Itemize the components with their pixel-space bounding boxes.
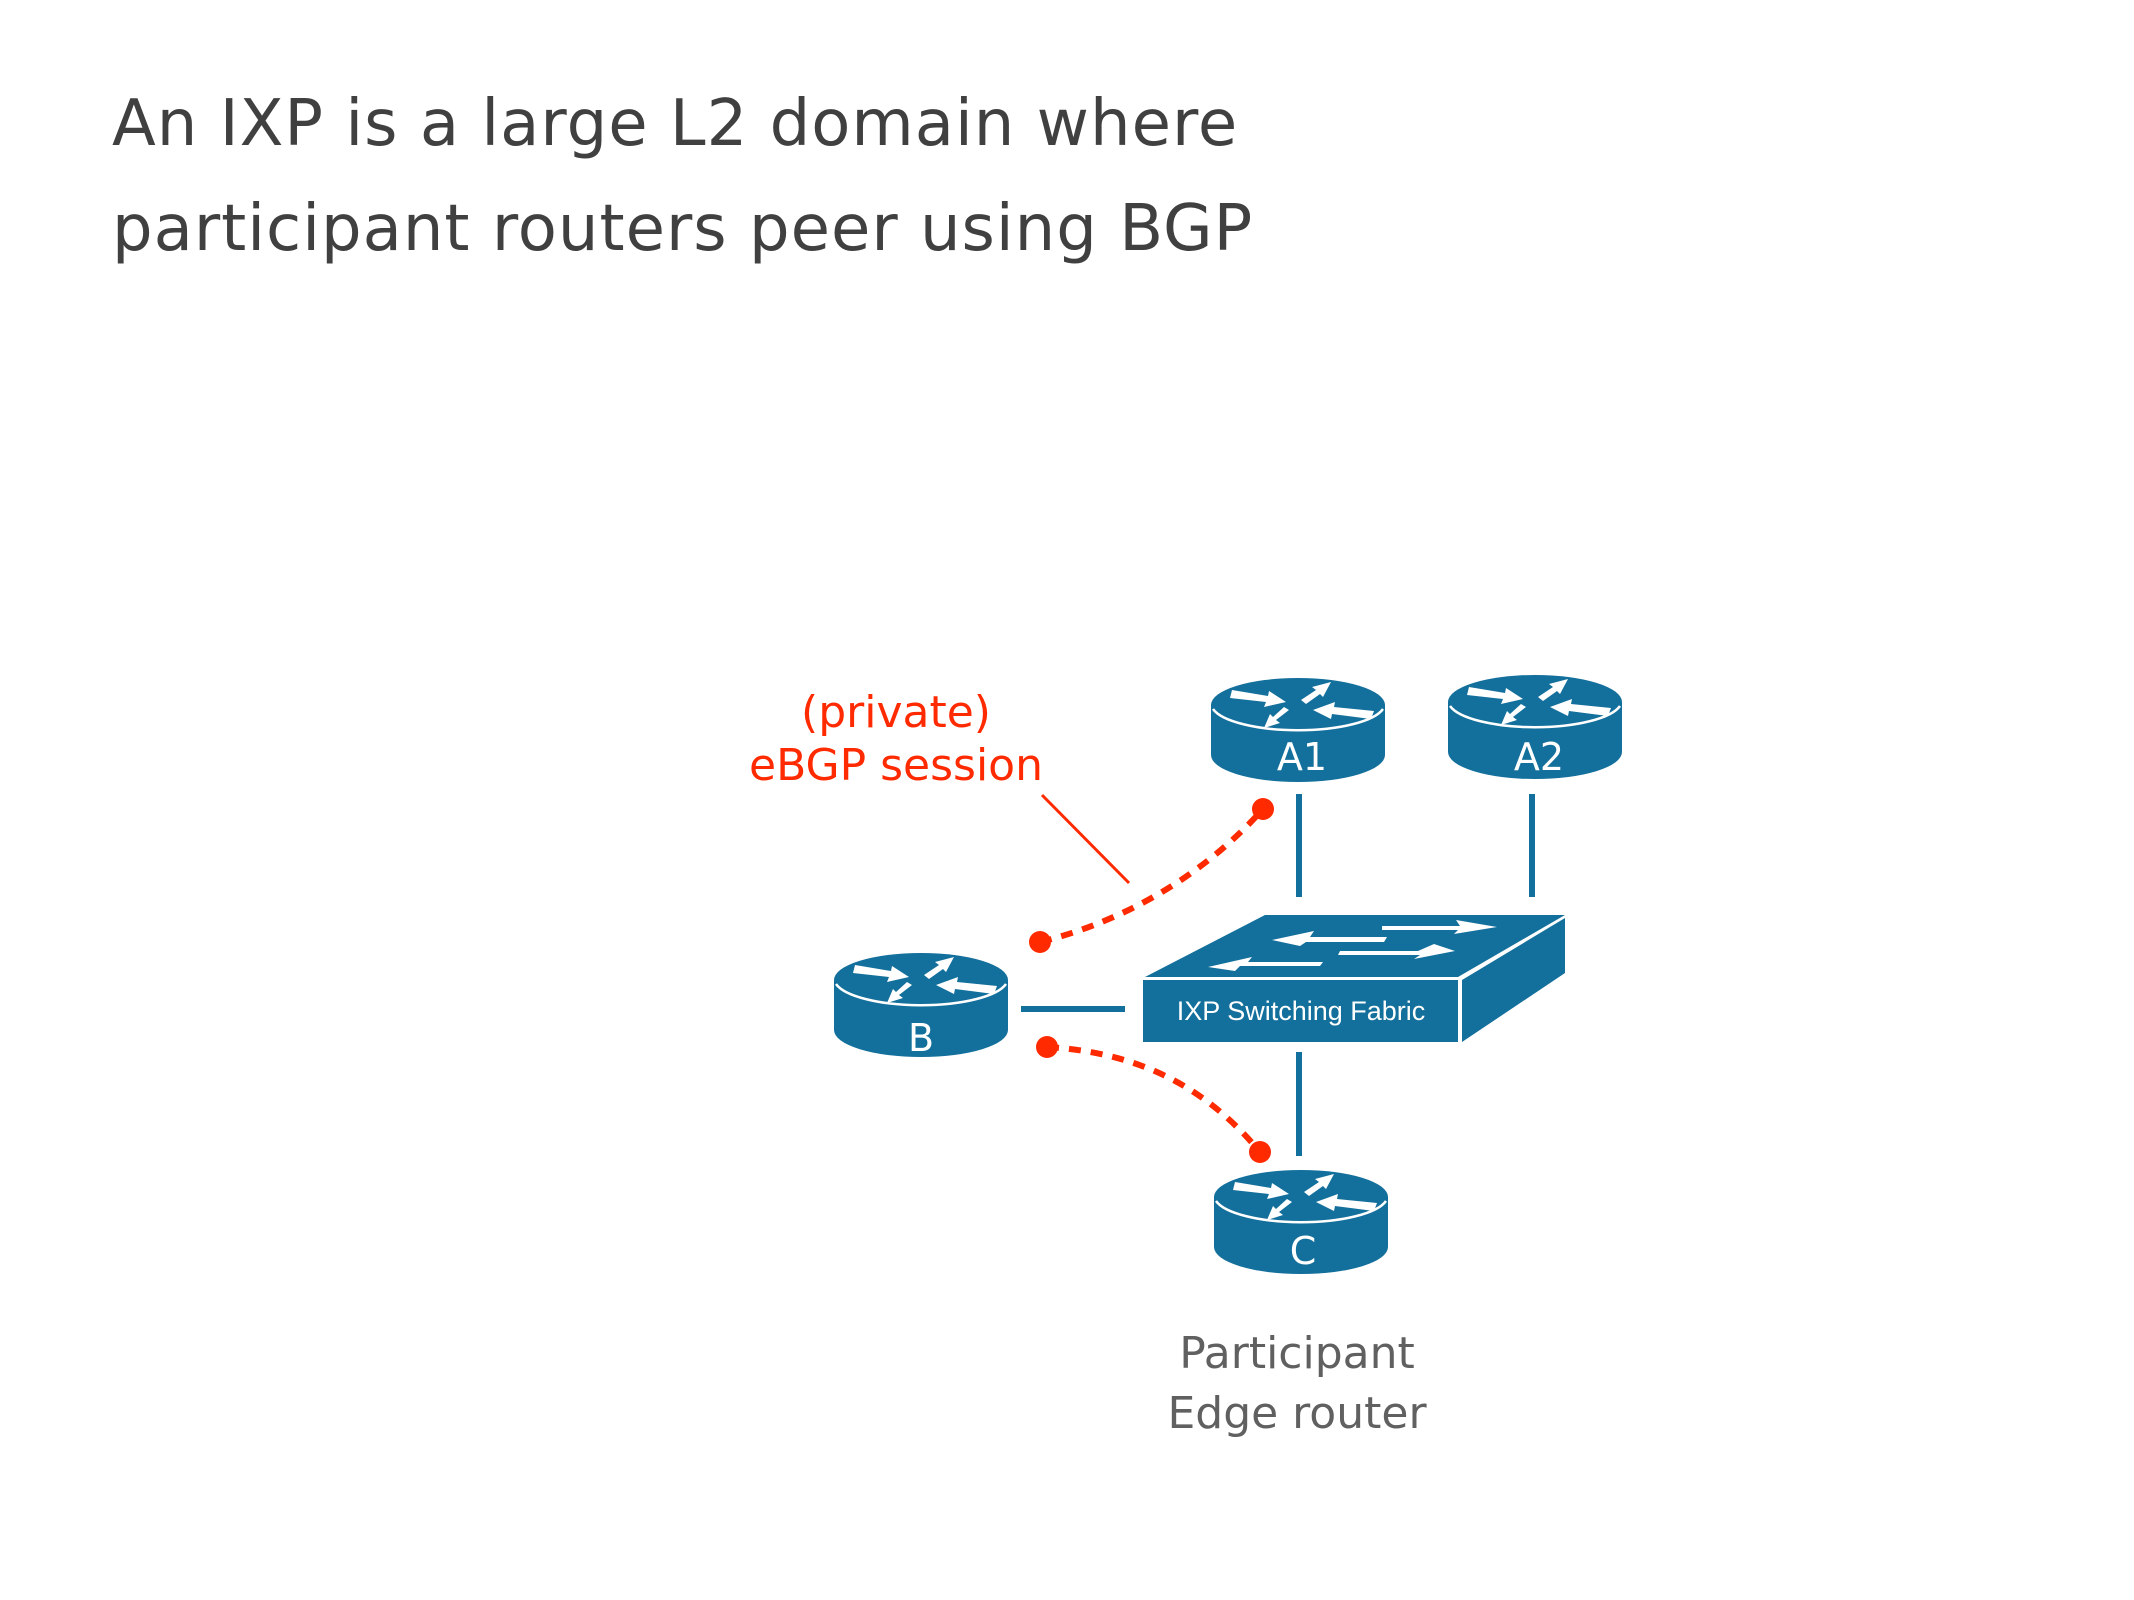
callout-line-2: eBGP session (749, 740, 1043, 791)
router-caption: Participant Edge router (1167, 1328, 1427, 1439)
session-b-c-endpoint-c (1249, 1141, 1271, 1163)
session-b-a1-endpoint-a1 (1252, 798, 1274, 820)
router-c: C (1212, 1168, 1390, 1276)
router-b-label: B (908, 1016, 934, 1060)
switch-side-face (1462, 918, 1565, 1042)
switch-arrows (1208, 920, 1497, 971)
session-b-c (1046, 1044, 1263, 1154)
session-b-a1-endpoint-b (1029, 931, 1051, 953)
slide-title: An IXP is a large L2 domain where partic… (112, 72, 1253, 282)
caption-line-1: Participant (1179, 1328, 1415, 1379)
links (1021, 794, 1535, 1156)
slide-title-line-2: participant routers peer using BGP (112, 192, 1254, 266)
callout-pointer-line (1040, 793, 1131, 885)
router-b: B (832, 951, 1010, 1060)
switch-label: IXP Switching Fabric (1177, 996, 1426, 1026)
callout-line-1: (private) (801, 687, 991, 738)
session-b-a1 (1039, 806, 1266, 945)
switch-icon: IXP Switching Fabric (1143, 915, 1565, 1042)
switch-front-face (1143, 980, 1458, 1042)
slide-title-line-1: An IXP is a large L2 domain where (112, 87, 1239, 161)
bgp-sessions (1029, 798, 1274, 1163)
router-a2-label: A2 (1514, 735, 1564, 779)
caption-line-2: Edge router (1167, 1388, 1427, 1439)
session-callout: (private) eBGP session (749, 687, 1131, 885)
router-c-label: C (1290, 1229, 1317, 1273)
session-b-c-endpoint-b (1036, 1036, 1058, 1058)
router-a1: A1 (1209, 676, 1387, 784)
router-a2: A2 (1446, 673, 1624, 781)
router-a1-label: A1 (1277, 735, 1327, 779)
